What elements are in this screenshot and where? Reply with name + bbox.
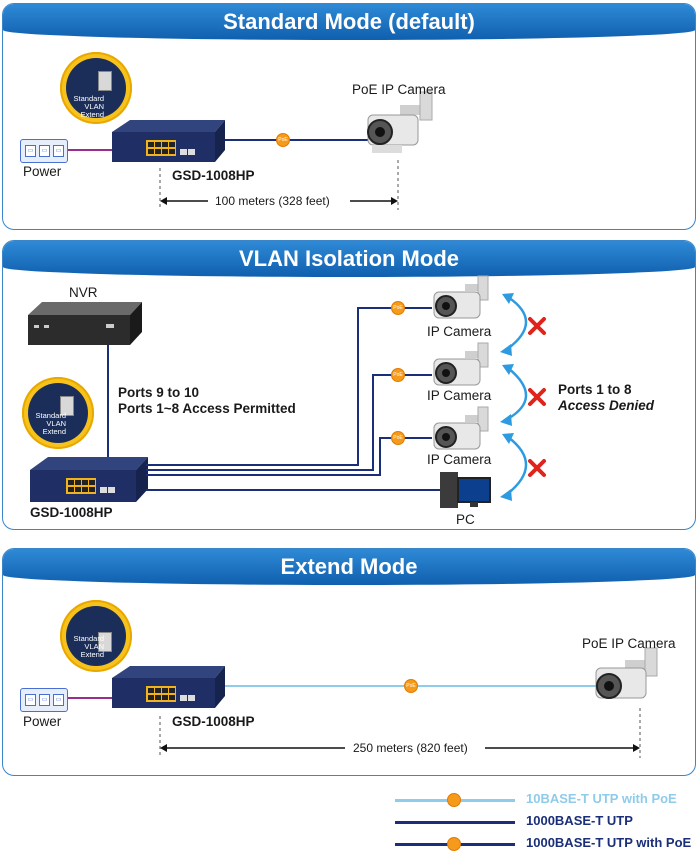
legend-line bbox=[395, 821, 515, 824]
dip-switch-zoom: Standard VLAN Extend bbox=[22, 377, 94, 449]
switch-device bbox=[112, 666, 225, 708]
camera-label: PoE IP Camera bbox=[582, 636, 676, 651]
dip-option-vlan: VLAN bbox=[46, 419, 66, 428]
dip-switch-zoom: Standard VLAN Extend bbox=[60, 52, 132, 124]
poe-badge: PoE bbox=[391, 301, 405, 315]
switch-name: GSD-1008HP bbox=[172, 168, 255, 183]
camera-icon bbox=[595, 647, 658, 699]
dip-switch-zoom: Standard VLAN Extend bbox=[60, 600, 132, 672]
legend-item-10base-poe: 10BASE-T UTP with PoE bbox=[390, 790, 690, 810]
vlan-diagram bbox=[28, 275, 546, 508]
dip-option-standard: Standard bbox=[35, 411, 66, 420]
camera-label: PoE IP Camera bbox=[352, 82, 446, 97]
camera-label: IP Camera bbox=[427, 452, 492, 467]
legend-label: 1000BASE-T UTP with PoE bbox=[526, 835, 692, 850]
poe-badge: PoE bbox=[404, 679, 418, 693]
dip-option-vlan: VLAN bbox=[84, 642, 104, 651]
dip-option-vlan: VLAN bbox=[84, 102, 104, 111]
legend-label: 1000BASE-T UTP bbox=[526, 813, 633, 828]
power-supply-icon: ▭▭▭ bbox=[20, 688, 68, 712]
extend-mode-title: Extend Mode bbox=[3, 549, 695, 585]
distance-label: 100 meters (328 feet) bbox=[215, 194, 330, 208]
poe-badge bbox=[447, 793, 461, 807]
camera-label: IP Camera bbox=[427, 388, 492, 403]
standard-diagram bbox=[65, 91, 433, 210]
ports-permitted-line2: Ports 1~8 Access Permitted bbox=[118, 401, 296, 416]
switch-device bbox=[30, 457, 148, 502]
switch-device bbox=[112, 120, 225, 162]
switch-name: GSD-1008HP bbox=[172, 714, 255, 729]
pc-label: PC bbox=[456, 512, 475, 527]
power-supply-icon: ▭▭▭ bbox=[20, 139, 68, 163]
switch-name: GSD-1008HP bbox=[30, 505, 113, 520]
poe-badge: PoE bbox=[276, 133, 290, 147]
legend-label: 10BASE-T UTP with PoE bbox=[526, 791, 677, 806]
nvr-device bbox=[28, 302, 142, 345]
dip-option-extend: Extend bbox=[42, 427, 66, 436]
camera-label: IP Camera bbox=[427, 324, 492, 339]
poe-badge: PoE bbox=[391, 368, 405, 382]
vlan-mode-panel: VLAN Isolation Mode bbox=[2, 240, 696, 530]
pc-icon bbox=[440, 472, 491, 508]
legend-item-1000base-poe: 1000BASE-T UTP with PoE bbox=[390, 834, 692, 854]
poe-badge: PoE bbox=[391, 431, 405, 445]
dip-option-standard: Standard bbox=[73, 94, 104, 103]
dip-option-extend: Extend bbox=[80, 110, 104, 119]
power-label: Power bbox=[23, 714, 62, 729]
denied-line1: Ports 1 to 8 bbox=[558, 382, 632, 397]
dip-option-extend: Extend bbox=[80, 650, 104, 659]
access-denied-icon bbox=[528, 317, 546, 477]
denied-line2: Access Denied bbox=[558, 398, 655, 413]
camera-icon bbox=[367, 91, 433, 153]
vlan-mode-title: VLAN Isolation Mode bbox=[3, 241, 695, 277]
poe-badge bbox=[447, 837, 461, 851]
nvr-label: NVR bbox=[69, 285, 98, 300]
dip-option-standard: Standard bbox=[73, 634, 104, 643]
legend-item-1000base: 1000BASE-T UTP bbox=[390, 812, 690, 832]
power-label: Power bbox=[23, 164, 62, 179]
distance-label: 250 meters (820 feet) bbox=[353, 741, 468, 755]
camera-icon bbox=[433, 406, 489, 450]
camera-icon bbox=[433, 342, 489, 386]
standard-mode-title: Standard Mode (default) bbox=[3, 4, 695, 40]
extend-diagram bbox=[65, 647, 658, 758]
camera-icon bbox=[433, 275, 489, 319]
ports-permitted-line1: Ports 9 to 10 bbox=[118, 385, 200, 400]
